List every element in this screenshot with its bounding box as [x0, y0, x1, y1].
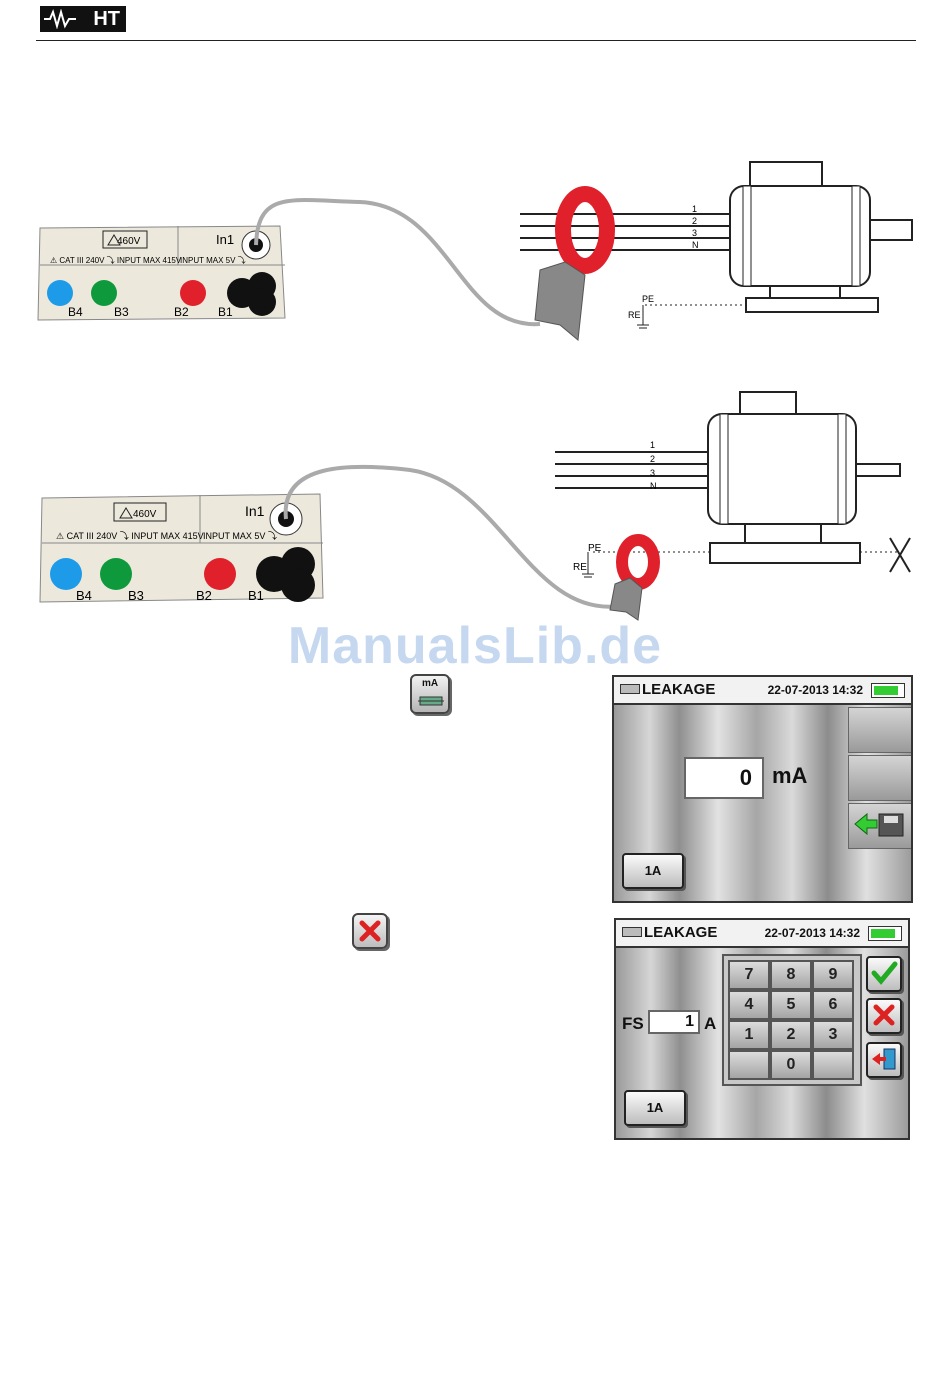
key-5[interactable]: 5: [770, 990, 812, 1020]
side-slot-2[interactable]: [848, 755, 912, 801]
clamp-icon: [620, 684, 640, 694]
header-divider: [36, 40, 916, 41]
key-3[interactable]: 3: [812, 1020, 854, 1050]
keypad: 7 8 9 4 5 6 1 2 3 0: [722, 954, 862, 1086]
save-button[interactable]: [848, 803, 912, 849]
leakage-screen-measure: LEAKAGE 22-07-2013 14:32 0 mA 1A: [612, 675, 913, 903]
svg-text:3: 3: [650, 468, 655, 478]
side-slot-1[interactable]: [848, 707, 912, 753]
confirm-button[interactable]: [866, 956, 902, 992]
key-4[interactable]: 4: [728, 990, 770, 1020]
svg-text:PE: PE: [588, 543, 602, 554]
connection-diagram-1: 460V ⚠ CAT III 240V ⤵ INPUT MAX 415V INP…: [30, 150, 920, 350]
screen2-titlebar: LEAKAGE 22-07-2013 14:32: [616, 920, 908, 948]
svg-text:B2: B2: [196, 588, 212, 603]
screen1-datetime: 22-07-2013 14:32: [768, 683, 863, 697]
key-1[interactable]: 1: [728, 1020, 770, 1050]
screen2-datetime: 22-07-2013 14:32: [765, 926, 860, 940]
cancel-x-icon[interactable]: [352, 913, 388, 949]
screen1-titlebar: LEAKAGE 22-07-2013 14:32: [614, 677, 911, 705]
range-button[interactable]: 1A: [624, 1090, 686, 1126]
svg-text:2: 2: [692, 216, 697, 226]
save-floppy-icon: [849, 804, 909, 844]
svg-text:1: 1: [650, 440, 655, 450]
cancel-button[interactable]: [866, 998, 902, 1034]
clamp-meter-icon: [418, 692, 444, 710]
svg-text:3: 3: [692, 228, 697, 238]
svg-text:B4: B4: [68, 305, 83, 319]
fs-label: FS: [622, 1014, 644, 1034]
green-check-icon: [869, 958, 899, 988]
svg-text:B1: B1: [248, 588, 264, 603]
key-2[interactable]: 2: [770, 1020, 812, 1050]
clamp-icon: [622, 927, 642, 937]
svg-text:RE: RE: [573, 562, 587, 573]
range-button[interactable]: 1A: [622, 853, 684, 889]
waveform-icon: [44, 9, 84, 29]
exit-door-icon: [869, 1044, 899, 1074]
svg-text:B3: B3: [114, 305, 129, 319]
watermark: ManualsLib.de: [0, 616, 950, 676]
key-0[interactable]: 0: [770, 1050, 812, 1080]
screen1-title: LEAKAGE: [642, 681, 715, 698]
screen2-title: LEAKAGE: [644, 924, 717, 941]
key-9[interactable]: 9: [812, 960, 854, 990]
svg-text:N: N: [692, 240, 699, 250]
svg-text:B1: B1: [218, 305, 233, 319]
ma-function-icon[interactable]: mA: [410, 674, 450, 714]
svg-text:⚠ CAT III 240V ⤵ INPUT MAX 41: ⚠ CAT III 240V ⤵ INPUT MAX 415V: [56, 531, 204, 541]
ma-icon-label: mA: [412, 678, 448, 689]
key-7[interactable]: 7: [728, 960, 770, 990]
battery-icon: [871, 683, 905, 698]
key-blank-left[interactable]: [728, 1050, 770, 1080]
svg-text:RE: RE: [628, 310, 641, 320]
leakage-screen-keypad: LEAKAGE 22-07-2013 14:32 FS 1 A 7 8 9 4 …: [614, 918, 910, 1140]
svg-text:⚠ CAT III 240V ⤵ INPUT MAX 41: ⚠ CAT III 240V ⤵ INPUT MAX 415V: [50, 256, 182, 265]
exit-button[interactable]: [866, 1042, 902, 1078]
brand-name: HT: [93, 8, 120, 30]
brand-logo: HT: [40, 6, 126, 32]
svg-text:B4: B4: [76, 588, 92, 603]
key-8[interactable]: 8: [770, 960, 812, 990]
svg-text:INPUT MAX 5V ⤵: INPUT MAX 5V ⤵: [203, 531, 277, 541]
svg-text:In1: In1: [216, 232, 234, 247]
svg-text:2: 2: [650, 454, 655, 464]
svg-text:1: 1: [692, 204, 697, 214]
svg-text:PE: PE: [642, 294, 654, 304]
svg-text:In1: In1: [245, 503, 265, 519]
fs-input[interactable]: 1: [648, 1010, 700, 1034]
red-x-icon: [354, 915, 386, 947]
svg-text:460V: 460V: [133, 509, 157, 520]
svg-text:B3: B3: [128, 588, 144, 603]
red-x-icon: [869, 1000, 899, 1030]
key-6[interactable]: 6: [812, 990, 854, 1020]
svg-text:N: N: [650, 481, 657, 491]
leakage-unit: mA: [772, 763, 807, 789]
connection-diagram-2: 460V ⚠ CAT III 240V ⤵ INPUT MAX 415V INP…: [30, 388, 920, 628]
key-blank-right[interactable]: [812, 1050, 854, 1080]
leakage-value: 0: [684, 757, 764, 799]
svg-text:B2: B2: [174, 305, 189, 319]
svg-text:INPUT MAX 5V ⤵: INPUT MAX 5V ⤵: [180, 256, 246, 265]
battery-icon: [868, 926, 902, 941]
fs-unit: A: [704, 1014, 716, 1034]
